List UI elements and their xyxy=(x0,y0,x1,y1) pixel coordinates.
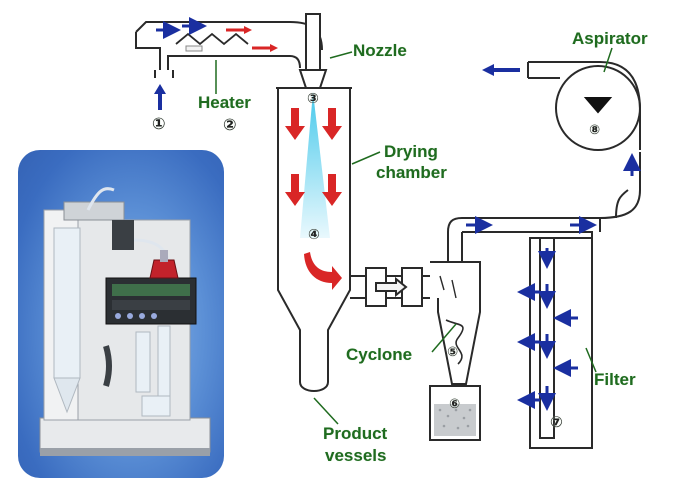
marker-6: ⑥ xyxy=(449,396,461,411)
product-vessels-label-line1: Product xyxy=(323,424,388,443)
product-vessels-label-line2: vessels xyxy=(325,446,387,465)
hot-air-arrows xyxy=(285,108,342,290)
connector-tube xyxy=(350,267,430,307)
heater-label: Heater xyxy=(198,93,251,112)
nozzle xyxy=(298,13,328,89)
filter-unit xyxy=(529,217,601,449)
filter-label: Filter xyxy=(594,370,636,389)
marker-5: ⑤ xyxy=(447,344,459,359)
marker-1: ① xyxy=(152,116,166,133)
spray-cone xyxy=(300,92,330,238)
instrument-illustration xyxy=(39,187,211,456)
heater-coil xyxy=(175,32,249,46)
nozzle-label: Nozzle xyxy=(353,41,407,60)
filter-flow-arrows xyxy=(466,216,597,411)
spray-dryer-photo xyxy=(18,150,224,478)
air-inlet-arrow xyxy=(154,84,166,110)
drying-chamber-label-line2: chamber xyxy=(376,163,447,182)
aspirator-label: Aspirator xyxy=(572,29,648,48)
cyclone-label: Cyclone xyxy=(346,345,413,364)
marker-2: ② xyxy=(223,117,237,134)
aspirator-flow-arrows xyxy=(482,64,641,176)
aspirator xyxy=(527,61,641,219)
product-vessel xyxy=(429,385,481,441)
drying-chamber xyxy=(276,87,352,392)
marker-8: ⑧ xyxy=(589,122,601,137)
heater-flow-arrows xyxy=(156,17,278,52)
marker-7: ⑦ xyxy=(550,414,563,431)
drying-chamber-label-line1: Drying xyxy=(384,142,438,161)
marker-3: ③ xyxy=(307,90,319,106)
marker-4: ④ xyxy=(308,226,320,242)
